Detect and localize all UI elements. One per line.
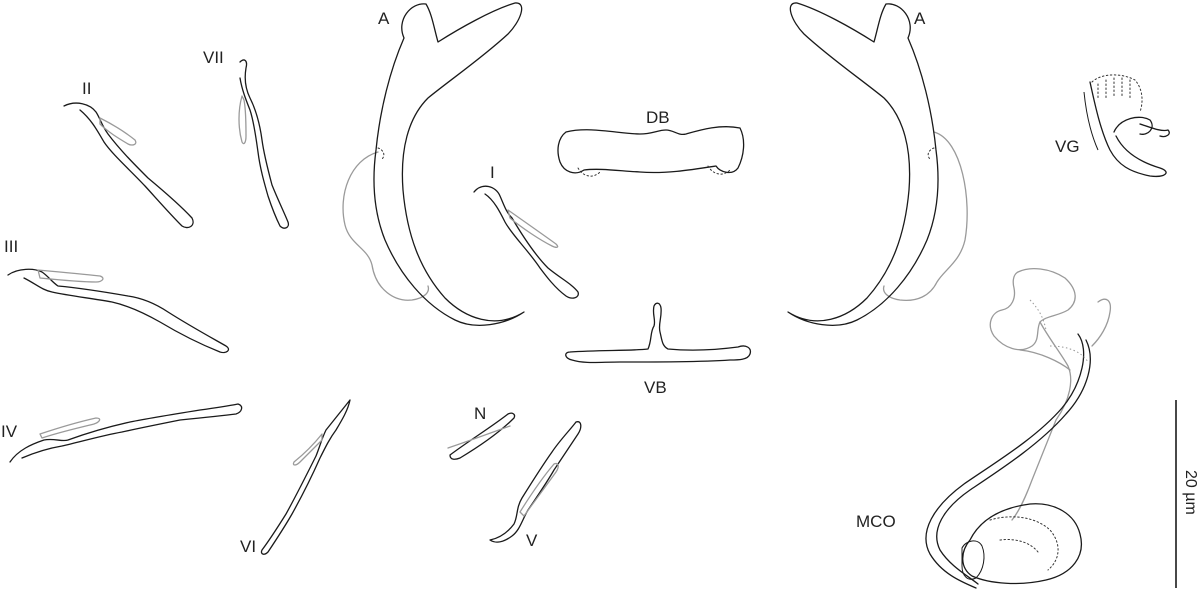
- hook-3-label: III: [4, 237, 19, 256]
- hook-5-drawing: [489, 421, 582, 543]
- hook-2-drawing: [63, 102, 194, 229]
- hook-5-label: V: [526, 531, 538, 550]
- needle-label: N: [474, 404, 487, 423]
- hook-4-label: IV: [1, 422, 18, 441]
- ventral-bar-drawing: [565, 302, 752, 364]
- hook-1-label: I: [490, 163, 495, 182]
- scale-bar-label: 20 µm: [1182, 470, 1199, 515]
- vaginal-sclerite-drawing: [1083, 74, 1170, 178]
- hook-6-drawing: [260, 399, 351, 555]
- anchor-right-label: A: [914, 9, 926, 28]
- hook-7-drawing: [238, 59, 290, 229]
- mco-label: MCO: [856, 512, 896, 531]
- anchor-right-drawing: [787, 2, 968, 326]
- vaginal-sclerite-label: VG: [1055, 137, 1080, 156]
- needle-drawing: [447, 412, 516, 460]
- hook-3-drawing: [7, 268, 230, 354]
- ventral-bar-label: VB: [644, 378, 667, 397]
- hook-2-label: II: [82, 79, 92, 98]
- hook-6-label: VI: [240, 537, 257, 556]
- dorsal-bar-label: DB: [646, 108, 670, 127]
- dorsal-bar-drawing: [557, 126, 745, 177]
- hook-1-drawing: [473, 185, 579, 299]
- mco-drawing: [925, 267, 1112, 589]
- hook-4-drawing: [9, 403, 243, 463]
- hook-7-label: VII: [203, 48, 224, 67]
- anchor-left-label: A: [378, 9, 390, 28]
- anchor-left-drawing: [342, 2, 525, 326]
